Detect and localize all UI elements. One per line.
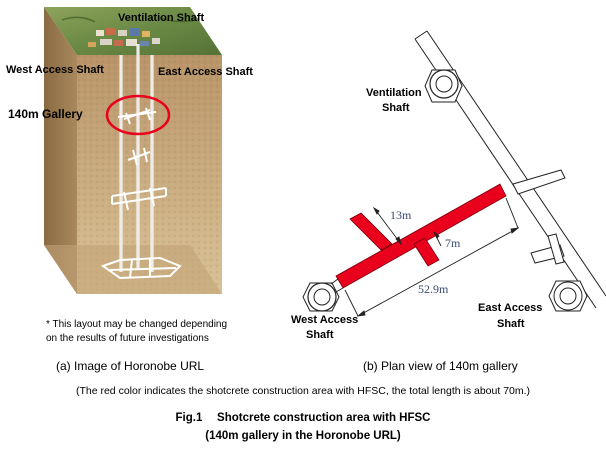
hfsc-main-band	[335, 183, 507, 289]
hfsc-branch-7m	[413, 237, 440, 267]
plan-view: 13m 7m 52.9m	[302, 30, 606, 317]
surface-facilities	[61, 16, 197, 47]
dimension-7m: 7m	[445, 236, 461, 250]
hfsc-gallery	[335, 183, 507, 289]
galleries-3d	[100, 107, 182, 280]
hfsc-branch-13m	[349, 212, 393, 251]
label-ventilation-shaft-plan-1: Ventilation	[366, 87, 422, 99]
caption-a: (a) Image of Horonobe URL	[56, 359, 205, 373]
dimension-52-9m: 52.9m	[418, 282, 449, 296]
east-access-branch	[512, 169, 588, 312]
west-access-shaft-plan	[302, 278, 344, 312]
block-side-face	[44, 7, 77, 294]
hfsc-area-note: (The red color indicates the shotcrete c…	[75, 385, 531, 397]
label-east-access-shaft-3d: East Access Shaft	[158, 66, 253, 78]
dimension-13m: 13m	[390, 208, 412, 222]
layout-note-line2: on the results of future investigations	[46, 333, 209, 344]
gallery-highlight-ellipse	[105, 94, 171, 136]
block-diagram	[44, 7, 222, 294]
figure-title: Fig.1 Shotcrete construction area with H…	[175, 412, 431, 424]
label-ventilation-shaft-plan-2: Shaft	[382, 102, 410, 114]
label-140m-gallery: 140m Gallery	[8, 107, 83, 121]
label-west-access-shaft-plan-1: West Access	[291, 314, 359, 326]
ventilation-shaft-plan	[424, 69, 463, 103]
label-west-access-shaft-3d: West Access Shaft	[6, 64, 104, 76]
label-west-access-shaft-plan-2: Shaft	[306, 329, 334, 341]
layout-note-line1: * This layout may be changed depending	[46, 319, 228, 330]
label-east-access-shaft-plan-2: Shaft	[497, 318, 525, 330]
dimension-lines	[344, 197, 520, 317]
caption-b: (b) Plan view of 140m gallery	[363, 359, 518, 373]
label-east-access-shaft-plan-1: East Access	[478, 302, 543, 314]
figure-subtitle: (140m gallery in the Horonobe URL)	[205, 430, 401, 442]
label-ventilation-shaft-3d: Ventilation Shaft	[118, 12, 205, 24]
